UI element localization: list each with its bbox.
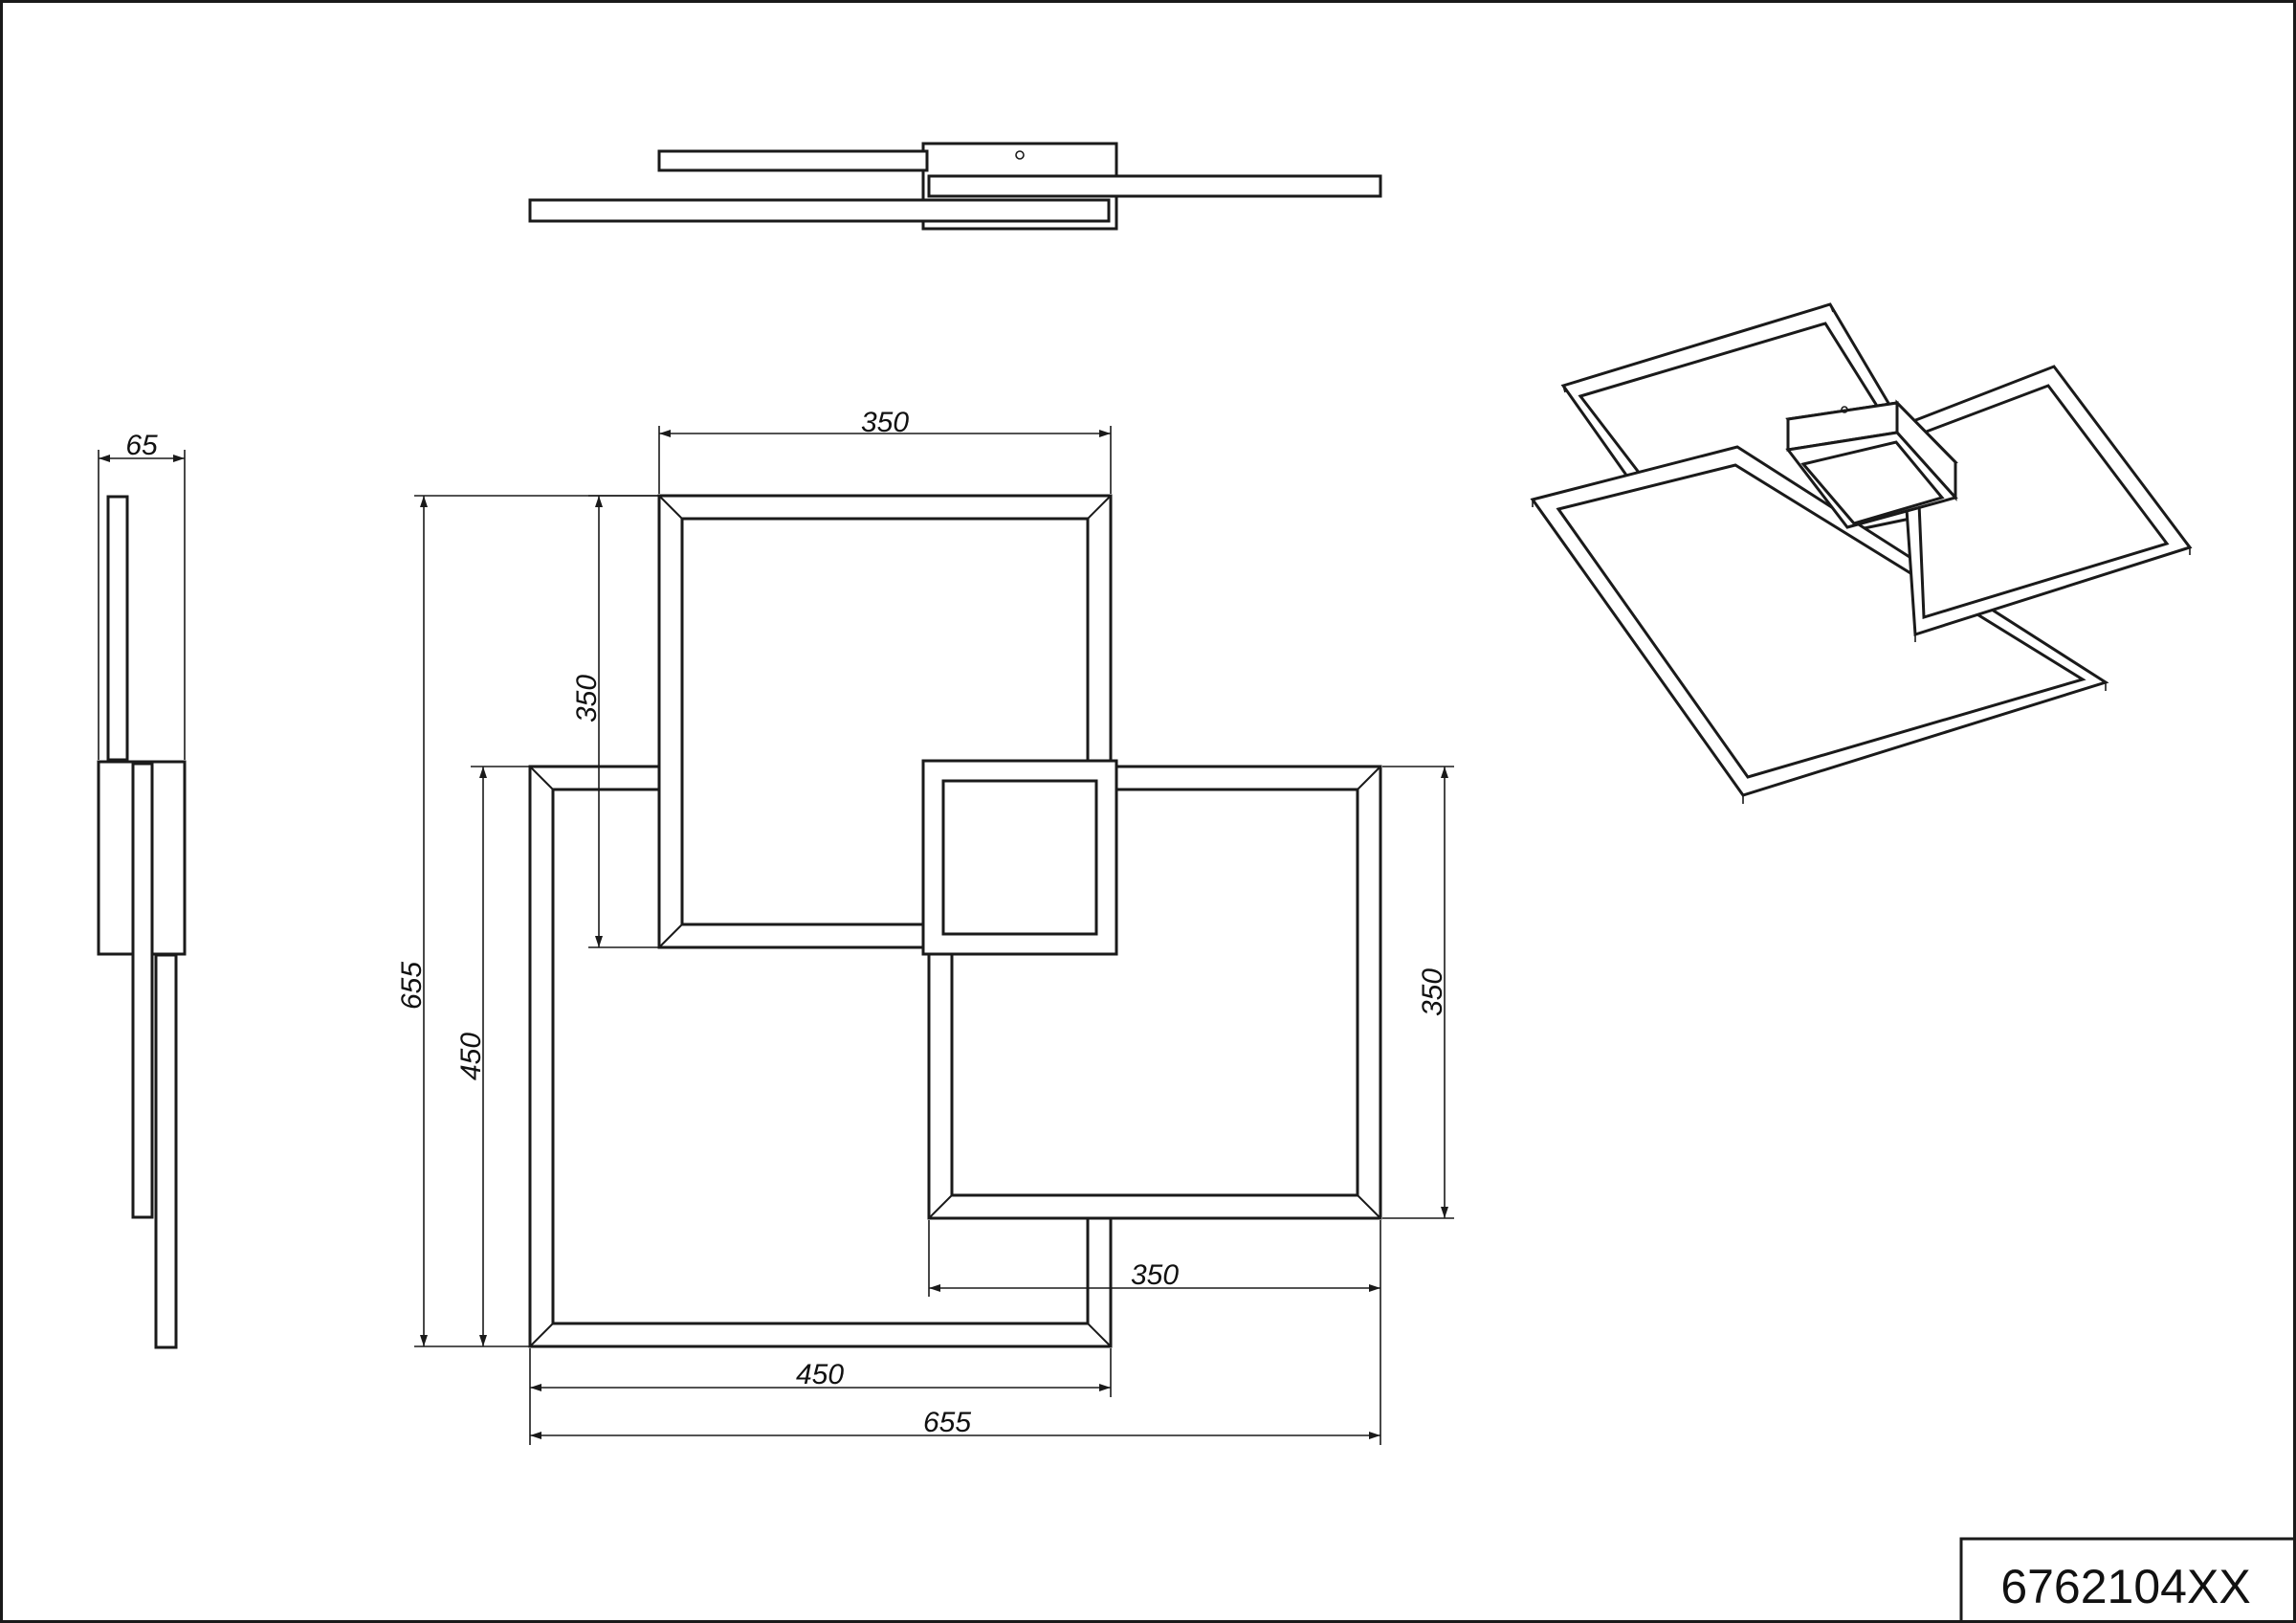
isometric-view xyxy=(1530,302,2193,804)
dim-top-square-width: 350 xyxy=(861,407,909,438)
dim-large-square-width: 450 xyxy=(796,1359,844,1390)
iso-large-frame xyxy=(1530,445,2109,804)
dim-top-square-height: 350 xyxy=(571,675,603,723)
dim-large-square-height: 450 xyxy=(455,1033,487,1080)
iso-canopy xyxy=(1785,399,1958,529)
side-elevation-view: 65 xyxy=(97,430,187,1349)
iso-right-frame xyxy=(1899,365,2193,642)
dim-right-square-height: 350 xyxy=(1417,968,1448,1016)
article-number: 6762104XX xyxy=(2000,1560,2250,1613)
dim-overall-height: 655 xyxy=(396,962,428,1010)
dimension-lines xyxy=(414,426,1454,1445)
center-canopy xyxy=(921,759,1118,956)
plan-view xyxy=(528,494,1382,1348)
top-elevation-view xyxy=(528,142,1382,231)
title-block: 6762104XX xyxy=(1959,1537,2296,1623)
dim-side-depth: 65 xyxy=(125,430,158,461)
dim-overall-width: 655 xyxy=(923,1407,971,1438)
dim-right-square-width: 350 xyxy=(1131,1259,1179,1291)
